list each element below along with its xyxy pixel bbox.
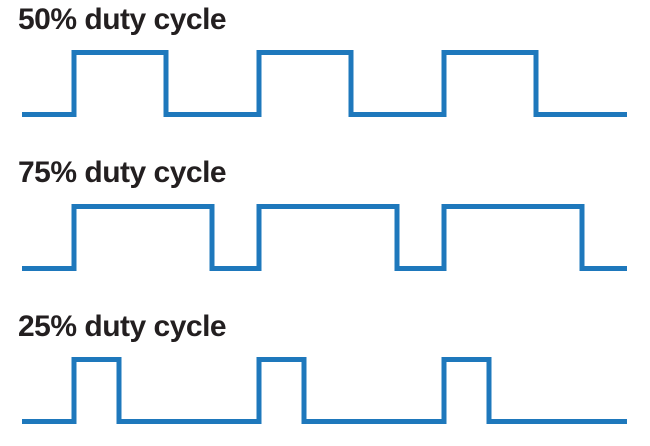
- waveform-label-25-percent: 25% duty cycle: [18, 310, 227, 343]
- waveform-label-75-percent: 75% duty cycle: [18, 156, 227, 189]
- waveform-trace-25-percent: [22, 357, 627, 424]
- waveform-label-50-percent: 50% duty cycle: [18, 3, 227, 36]
- waveform-trace-50-percent: [22, 50, 627, 117]
- waveform-trace-75-percent: [22, 204, 627, 271]
